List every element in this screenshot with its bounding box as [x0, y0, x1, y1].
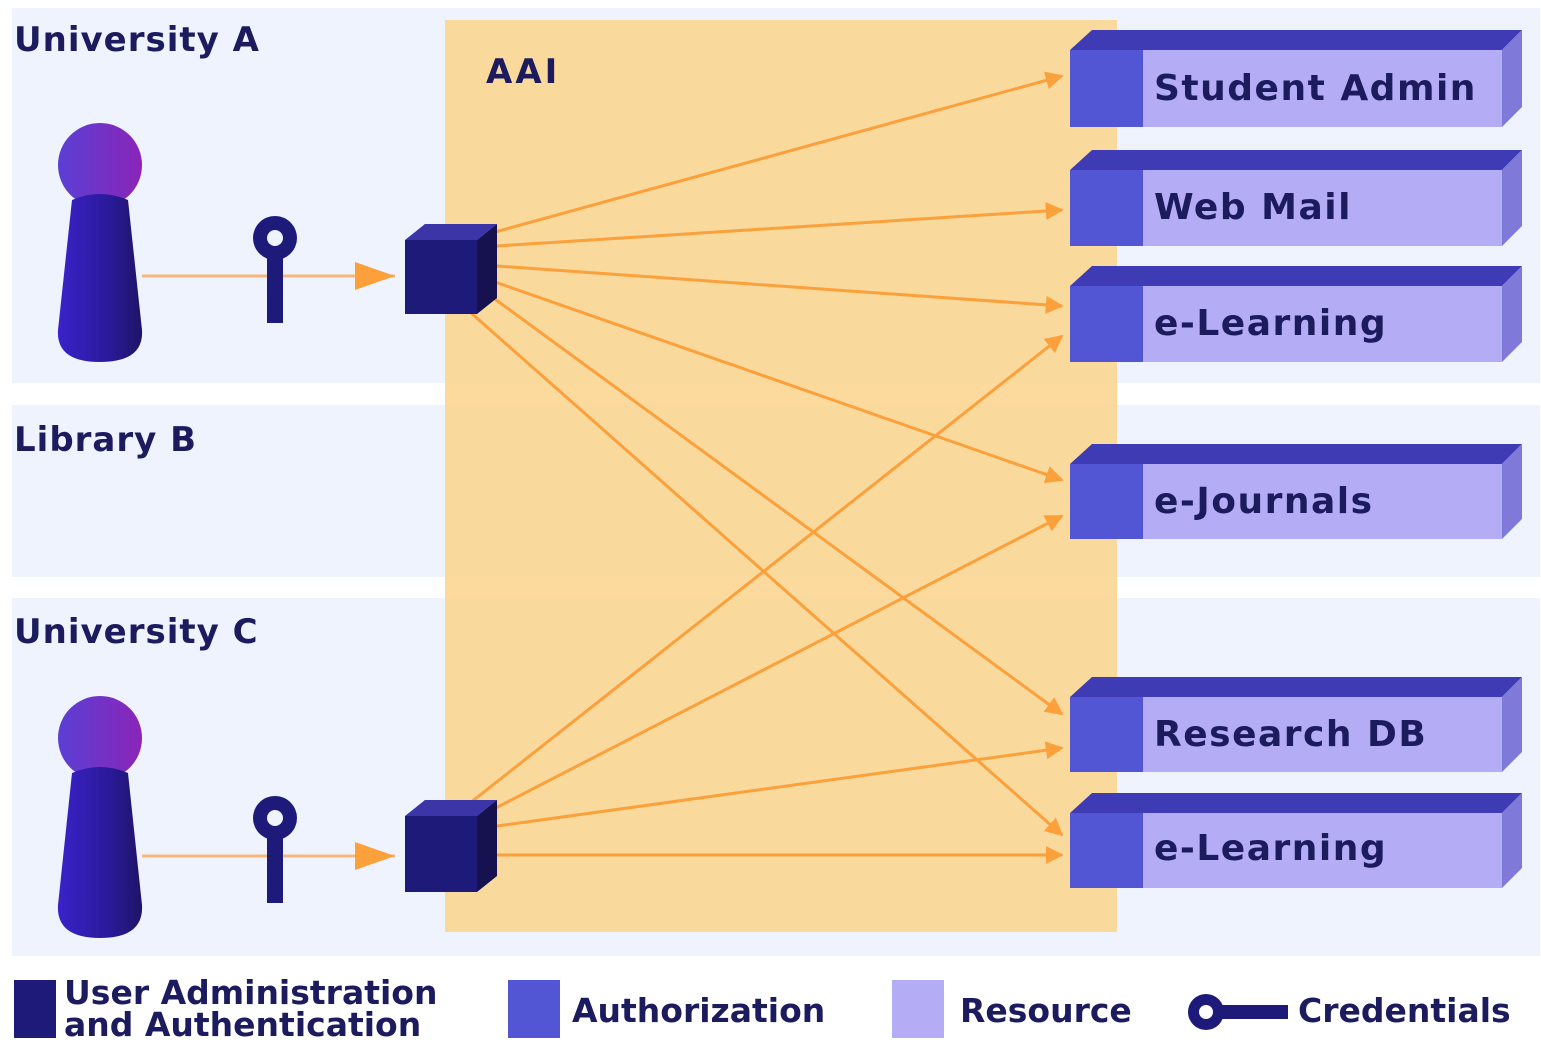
authorization-arrows-a — [469, 71, 1064, 837]
org-label-university-c: University C — [14, 612, 259, 652]
key-icon — [253, 796, 297, 903]
person-icon — [57, 696, 143, 938]
legend-label-user-admin-line1: User Administration — [64, 973, 438, 1012]
legend-label-authorization: Authorization — [572, 991, 826, 1030]
key-icon — [1188, 994, 1288, 1030]
key-icon — [253, 216, 297, 323]
resource-block-student-admin — [1070, 30, 1522, 127]
resource-block-e-learning-a — [1070, 266, 1522, 362]
user-admin-cube-icon — [405, 800, 497, 892]
aai-region — [445, 20, 1117, 932]
authorization-arrows-c — [469, 334, 1064, 864]
org-label-university-a: University A — [14, 20, 260, 60]
aai-label: AAI — [486, 52, 561, 92]
resource-block-e-learning-c — [1070, 793, 1522, 888]
resource-label-e-learning-c: e-Learning — [1154, 828, 1388, 869]
resource-block-web-mail — [1070, 150, 1522, 246]
legend-swatch-resource — [892, 980, 944, 1038]
resource-block-research-db — [1070, 677, 1522, 772]
legend-label-credentials: Credentials — [1298, 991, 1511, 1030]
resource-label-e-journals: e-Journals — [1154, 481, 1374, 522]
person-icon — [57, 123, 143, 362]
resource-block-e-journals — [1070, 444, 1522, 539]
org-label-library-b: Library B — [14, 420, 198, 460]
resource-label-student-admin: Student Admin — [1154, 68, 1477, 109]
user-admin-cube-icon — [405, 224, 497, 314]
legend-label-user-admin-line2: and Authentication — [64, 1005, 422, 1044]
legend-swatch-authorization — [508, 980, 560, 1038]
resource-label-research-db: Research DB — [1154, 714, 1428, 755]
legend-label-resource: Resource — [960, 991, 1132, 1030]
resource-label-web-mail: Web Mail — [1154, 187, 1352, 228]
resource-label-e-learning-a: e-Learning — [1154, 303, 1388, 344]
legend-swatch-user-admin — [14, 980, 56, 1038]
